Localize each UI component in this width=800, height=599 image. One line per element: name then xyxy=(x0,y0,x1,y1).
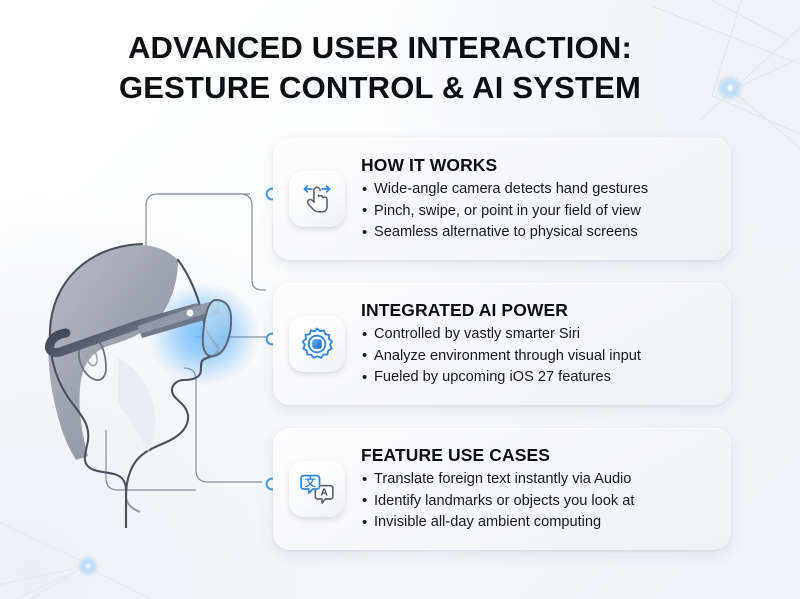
card-title: HOW IT WORKS xyxy=(361,155,498,176)
list-item: Controlled by vastly smarter Siri xyxy=(361,324,717,347)
glow-node-secondary xyxy=(77,555,99,577)
card-bullet-list: Translate foreign text instantly via Aud… xyxy=(361,469,717,535)
list-item: Invisible all-day ambient computing xyxy=(361,512,717,535)
card-title: FEATURE USE CASES xyxy=(361,445,551,466)
info-card-how-it-works[interactable]: HOW IT WORKS Wide-angle camera detects h… xyxy=(273,138,731,260)
list-item: Wide-angle camera detects hand gestures xyxy=(361,179,717,202)
card-title: INTEGRATED AI POWER xyxy=(361,300,569,321)
info-card-integrated-ai-power[interactable]: INTEGRATED AI POWER Controlled by vastly… xyxy=(273,283,731,405)
svg-text:文: 文 xyxy=(305,475,316,489)
list-item: Identify landmarks or objects you look a… xyxy=(361,490,717,513)
card-content: FEATURE USE CASES Translate foreign text… xyxy=(361,444,717,535)
info-card-feature-use-cases[interactable]: A 文 FEATURE USE CASES Translate foreign … xyxy=(273,428,731,550)
list-item: Fueled by upcoming iOS 27 features xyxy=(361,367,717,390)
hand-swipe-gesture-icon xyxy=(289,171,345,227)
camera-dot xyxy=(186,309,194,317)
title-line-2: GESTURE CONTROL & AI SYSTEM xyxy=(118,69,642,105)
ai-gear-chip-icon xyxy=(289,316,345,372)
list-item: Pinch, swipe, or point in your field of … xyxy=(361,200,717,223)
page-title: ADVANCED USER INTERACTION: GESTURE CONTR… xyxy=(0,28,760,107)
card-content: INTEGRATED AI POWER Controlled by vastly… xyxy=(361,299,717,390)
card-content: HOW IT WORKS Wide-angle camera detects h… xyxy=(361,154,717,245)
card-bullet-list: Wide-angle camera detects hand gestures … xyxy=(361,179,717,245)
svg-text:A: A xyxy=(320,487,328,498)
card-bullet-list: Controlled by vastly smarter Siri Analyz… xyxy=(361,324,717,390)
list-item: Seamless alternative to physical screens xyxy=(361,222,717,245)
list-item: Translate foreign text instantly via Aud… xyxy=(361,469,717,492)
list-item: Analyze environment through visual input xyxy=(361,345,717,368)
smart-glasses-head-illustration xyxy=(45,242,260,528)
translate-speech-bubbles-icon: A 文 xyxy=(289,461,345,517)
title-line-1: ADVANCED USER INTERACTION: xyxy=(127,30,633,65)
